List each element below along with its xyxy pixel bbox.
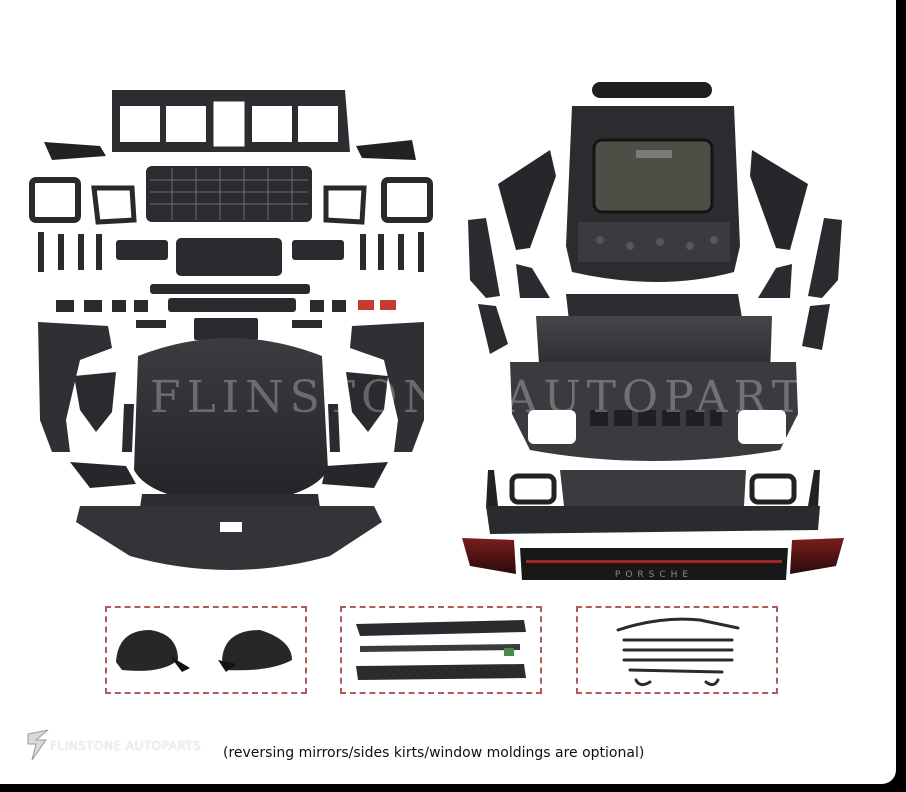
- front-end-parts: [29, 90, 433, 570]
- right-mudflap: [802, 304, 830, 350]
- hood: [134, 338, 328, 504]
- right-clip-strip: [808, 470, 820, 508]
- right-side-intake: [322, 462, 388, 488]
- right-exhaust-tip: [749, 473, 797, 505]
- left-mount-bracket: [44, 142, 106, 160]
- body-kit-parts-illustration: PORSCHE: [29, 82, 844, 687]
- right-mount-bracket: [356, 140, 416, 160]
- right-quarter-piece: [808, 218, 842, 298]
- side-skirt-upper: [356, 620, 526, 636]
- left-inner-liner: [74, 372, 116, 432]
- bumper-lettering: PORSCHE: [615, 570, 693, 580]
- optional-side-skirts: [356, 620, 526, 680]
- sensor-grilles: [590, 410, 722, 426]
- right-trim-strip: [328, 404, 340, 452]
- watermark: FLINSTONE AUTOPARTS: [150, 372, 844, 423]
- plate-mount-bracket: [220, 522, 242, 532]
- rear-liftgate: [566, 106, 740, 282]
- side-skirts-dashed-box: [340, 606, 542, 694]
- mirrors-dashed-box: [105, 606, 307, 694]
- right-reflector: [380, 300, 396, 310]
- roof-spoiler: [592, 82, 712, 98]
- window-moldings-dashed-box: [576, 606, 778, 694]
- right-inner-liner: [346, 372, 388, 432]
- front-splitter-lip: [76, 506, 382, 570]
- left-bracket: [516, 264, 550, 298]
- right-fog-frame: [323, 185, 367, 225]
- left-mirror: [116, 630, 178, 671]
- brand-logo-icon: [27, 729, 49, 761]
- side-skirt-lower: [356, 664, 526, 680]
- left-tail-light: [462, 538, 516, 574]
- front-grille: [146, 166, 312, 222]
- optional-parts-caption: (reversing mirrors/sides kirts/window mo…: [223, 745, 645, 761]
- rear-lower-valance: [560, 470, 746, 506]
- right-bracket: [758, 264, 792, 298]
- right-bumper-opening: [738, 410, 786, 444]
- rear-splitter: [486, 506, 820, 534]
- optional-window-moldings: [616, 617, 740, 687]
- center-light-bar: [520, 548, 788, 580]
- product-image-card: PORSCHE FLINSTONE AUTOPARTS: [0, 0, 896, 784]
- left-exhaust-tip: [509, 473, 557, 505]
- brand-logo: FLINSTONE AUTOPARTS: [24, 726, 214, 768]
- radiator-support-frame: [112, 90, 350, 152]
- left-mudflap: [478, 304, 508, 354]
- left-clip-strip: [486, 470, 498, 508]
- right-d-pillar-trim: [750, 150, 808, 250]
- left-front-fender: [38, 322, 112, 452]
- left-trim-strip: [122, 404, 134, 452]
- left-fog-frame: [91, 185, 137, 225]
- right-mirror: [222, 630, 292, 671]
- small-hardware-parts: [38, 232, 424, 340]
- right-tail-light: [790, 538, 844, 574]
- left-d-pillar-trim: [498, 150, 556, 250]
- rear-end-parts: PORSCHE: [462, 82, 844, 580]
- left-headlight-housing: [29, 177, 81, 223]
- optional-mirrors: [116, 630, 292, 672]
- right-headlight-housing: [381, 177, 433, 223]
- left-reflector: [358, 300, 374, 310]
- left-bumper-opening: [528, 410, 576, 444]
- left-side-intake: [70, 462, 136, 488]
- left-quarter-piece: [468, 218, 500, 298]
- rear-window-glass: [592, 138, 714, 214]
- right-front-fender: [350, 322, 424, 452]
- brand-logo-text: FLINSTONE AUTOPARTS: [50, 739, 202, 753]
